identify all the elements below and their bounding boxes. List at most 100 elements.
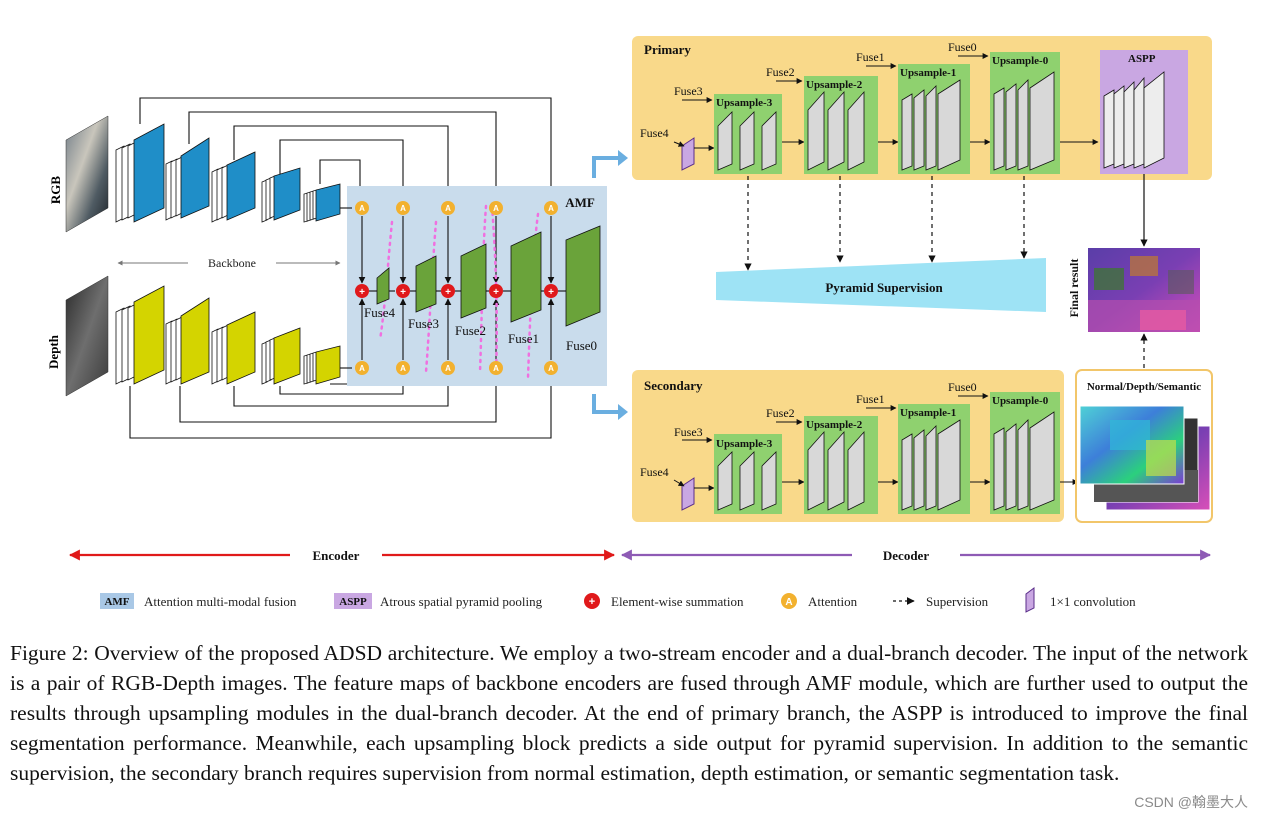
rgb-block-5 [303, 183, 341, 223]
svg-text:Upsample-2: Upsample-2 [806, 419, 863, 431]
svg-text:Upsample-2: Upsample-2 [806, 79, 863, 91]
depth-encoder-stack [115, 285, 341, 385]
attention-icon: A [355, 361, 369, 375]
svg-text:Upsample-0: Upsample-0 [992, 395, 1049, 407]
rgb-block-1 [115, 123, 165, 223]
attention-icon [781, 593, 797, 609]
svg-text:1×1 convolution: 1×1 convolution [1050, 594, 1136, 609]
rgb-encoder-stack [115, 123, 341, 223]
fuse0-label: Fuse0 [566, 338, 597, 353]
aspp-swatch [334, 593, 372, 609]
pyramid-supervision [716, 258, 1046, 312]
amf-swatch [100, 593, 134, 609]
final-result-image [1088, 248, 1200, 332]
fuse1-block [510, 231, 542, 323]
sum-icon: + [396, 284, 410, 298]
rgb-block-4 [261, 167, 301, 223]
svg-text:+: + [445, 287, 451, 298]
amf-to-decoder-arrows [592, 156, 618, 414]
svg-text:A: A [359, 204, 365, 213]
svg-text:A: A [400, 204, 406, 213]
attention-icon: A [441, 361, 455, 375]
svg-text:A: A [493, 364, 499, 373]
svg-text:Element-wise summation: Element-wise summation [611, 594, 744, 609]
fuse4-block [376, 267, 390, 305]
depth-block-2 [165, 297, 210, 385]
attention-icon: A [544, 201, 558, 215]
fuse3-label: Fuse3 [408, 316, 439, 331]
svg-text:Attention multi-modal fusion: Attention multi-modal fusion [144, 594, 297, 609]
attention-icon: A [355, 201, 369, 215]
sum-icon: + [489, 284, 503, 298]
primary-fuse1-input: Fuse1 [856, 50, 885, 64]
svg-text:+: + [589, 596, 595, 608]
fuse-blocks [376, 225, 601, 327]
fuse2-block [460, 243, 487, 319]
nds-output-images [1079, 405, 1211, 511]
sum-icon: + [441, 284, 455, 298]
rgb-block-3 [211, 151, 256, 223]
secondary-fuse0-input: Fuse0 [948, 380, 977, 394]
svg-text:A: A [445, 204, 451, 213]
fuse4-label: Fuse4 [364, 305, 396, 320]
conv1x1-icon [681, 137, 695, 171]
legend-item-aspp: ASPP Atrous spatial pyramid pooling [334, 593, 543, 609]
legend-item-conv: 1×1 convolution [1025, 587, 1136, 613]
secondary-fuse4-input: Fuse4 [640, 465, 669, 479]
svg-text:Attention: Attention [808, 594, 858, 609]
svg-text:Upsample-0: Upsample-0 [992, 55, 1049, 67]
svg-text:A: A [359, 364, 365, 373]
legend-item-amf: AMF Attention multi-modal fusion [100, 593, 297, 609]
depth-label: Depth [46, 334, 61, 369]
legend: AMF Attention multi-modal fusion ASPP At… [100, 587, 1136, 613]
secondary-fuse1-input: Fuse1 [856, 392, 885, 406]
figure-caption: Figure 2: Overview of the proposed ADSD … [10, 641, 1248, 785]
svg-text:Supervision: Supervision [926, 594, 989, 609]
amf-label: AMF [565, 195, 595, 210]
svg-text:A: A [493, 204, 499, 213]
conv1x1-icon [1025, 587, 1035, 613]
fuse0-block [565, 225, 601, 327]
depth-block-3 [211, 311, 256, 385]
conv1x1-icon [681, 477, 695, 511]
primary-fuse3-input: Fuse3 [674, 84, 703, 98]
sum-icon: + [355, 284, 369, 298]
svg-text:AMF: AMF [104, 596, 129, 608]
secondary-fuse3-input: Fuse3 [674, 425, 703, 439]
legend-item-attention: A Attention [781, 593, 858, 609]
attention-icon: A [441, 201, 455, 215]
decoder-label: Decoder [883, 548, 929, 563]
fuse1-label: Fuse1 [508, 331, 539, 346]
architecture-diagram: RGB Depth Backbone A [46, 36, 1213, 613]
final-result-label: Final result [1067, 259, 1081, 318]
rgb-block-2 [165, 137, 210, 221]
attention-icon: A [544, 361, 558, 375]
svg-text:+: + [400, 287, 406, 298]
svg-text:A: A [445, 364, 451, 373]
encoder-decoder-axis: Encoder Decoder [68, 548, 1212, 563]
svg-text:Upsample-1: Upsample-1 [900, 407, 956, 419]
watermark: CSDN @翰墨大人 [1134, 794, 1248, 810]
svg-text:+: + [493, 287, 499, 298]
svg-text:Atrous spatial pyramid pooling: Atrous spatial pyramid pooling [380, 594, 543, 609]
attention-icon: A [489, 361, 503, 375]
sum-icon [584, 593, 600, 609]
svg-text:A: A [548, 204, 554, 213]
svg-text:A: A [785, 597, 792, 608]
svg-text:Upsample-1: Upsample-1 [900, 67, 956, 79]
rgb-input-image [65, 115, 109, 233]
rgb-label: RGB [48, 176, 63, 205]
depth-block-5 [303, 345, 341, 385]
secondary-fuse2-input: Fuse2 [766, 406, 795, 420]
depth-block-4 [261, 327, 301, 385]
pyramid-supervision-label: Pyramid Supervision [825, 280, 943, 295]
sum-nodes: + + + + + [355, 284, 558, 298]
svg-text:+: + [548, 287, 554, 298]
primary-fuse4-input: Fuse4 [640, 126, 669, 140]
svg-text:+: + [359, 287, 365, 298]
attention-nodes: A A A A A A A A A A [355, 201, 558, 375]
legend-item-supervision: Supervision [893, 594, 989, 609]
aspp-label: ASPP [1128, 53, 1156, 65]
secondary-title: Secondary [644, 378, 703, 393]
fuse3-block [415, 255, 437, 313]
